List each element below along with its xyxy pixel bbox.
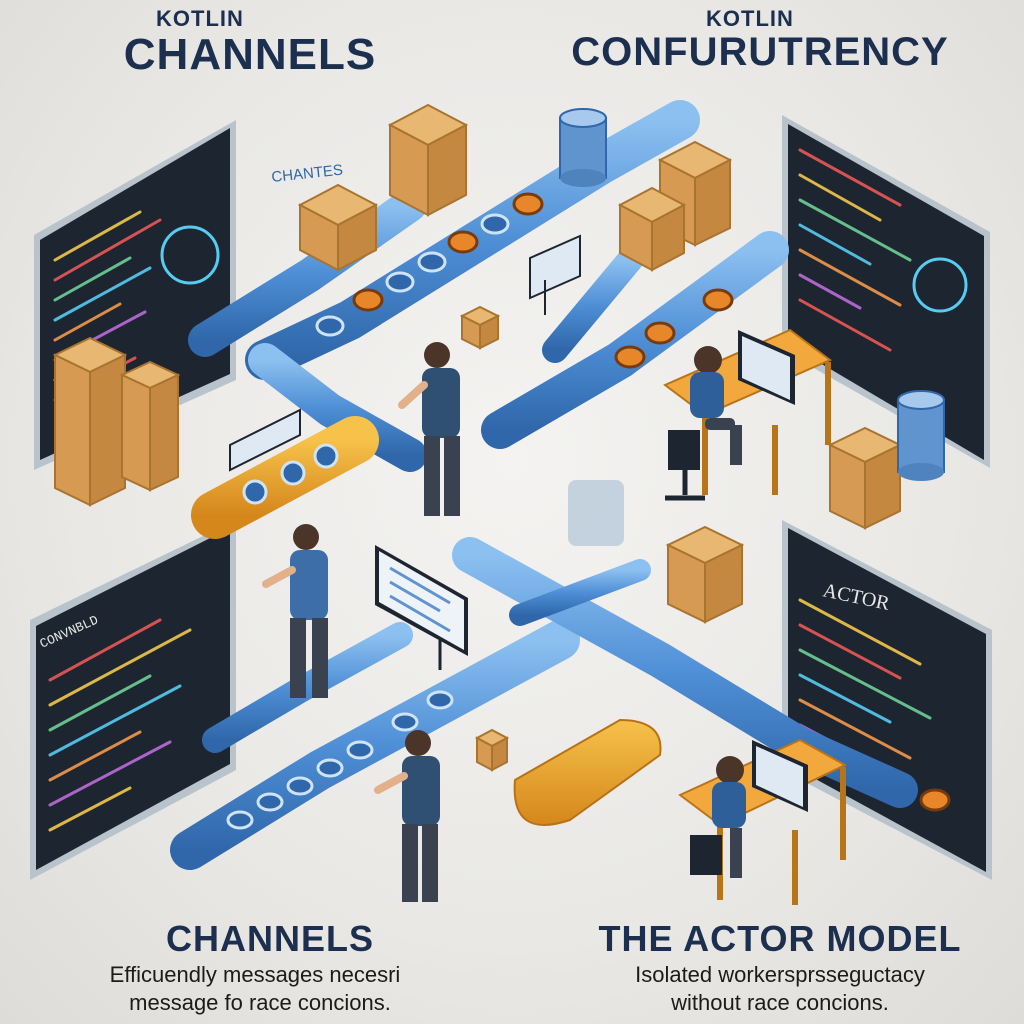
workstation-bottom	[678, 738, 848, 905]
code-board-top-right	[782, 115, 990, 468]
bottom-right-heading: THE ACTOR MODEL	[598, 918, 962, 959]
bottom-right-line1: Isolated workersprsseguctacy	[635, 962, 925, 987]
channel-sign	[529, 234, 581, 315]
person-center	[398, 342, 460, 516]
channel-sign-label: CHANTES	[271, 162, 344, 186]
code-board-bottom-left	[30, 520, 236, 880]
top-right-title: CONFURUTRENCY	[571, 30, 949, 74]
storage-barrels	[559, 108, 945, 546]
message-tokens	[226, 192, 951, 830]
channel-sign-2	[229, 408, 301, 472]
person-left	[262, 524, 328, 698]
workstation-top	[663, 328, 832, 501]
orange-tub	[513, 718, 662, 826]
top-left-title: CHANNELS	[123, 30, 377, 79]
top-right-kicker: KOTLIN	[706, 6, 794, 31]
orange-tube	[191, 416, 379, 539]
bottom-right-line2: without race concions.	[671, 990, 889, 1015]
info-screen	[375, 545, 468, 670]
bottom-left-line1: Efficuendly messages necesri	[109, 962, 401, 987]
bottom-left-line2: message fo race concions.	[129, 990, 391, 1015]
cardboard-boxes	[52, 103, 903, 772]
top-left-kicker: KOTLIN	[156, 6, 244, 31]
person-bottom	[374, 730, 440, 902]
code-board-bottom-right	[782, 520, 992, 880]
bottom-left-heading: CHANNELS	[165, 918, 374, 959]
